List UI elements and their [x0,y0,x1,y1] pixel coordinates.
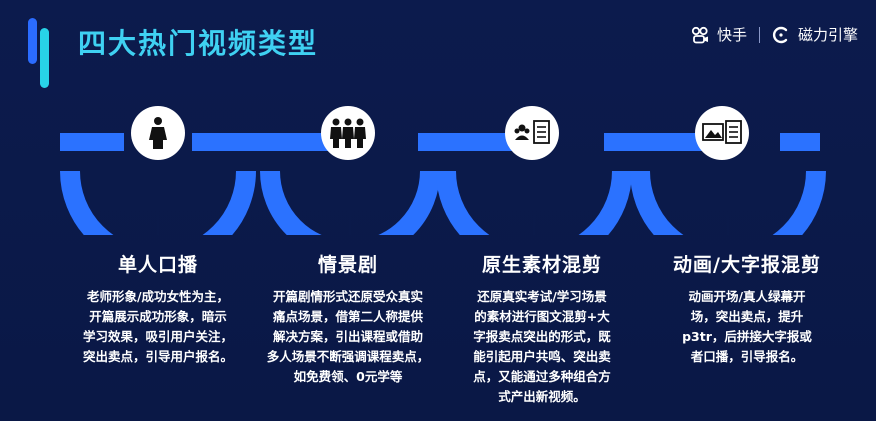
type-description: 动画开场/真人绿幕开 场，突出卖点，提升 p3tr，后拼接大字报或 者口播，引导… [642,287,852,367]
kuaishou-logo-icon [691,26,708,43]
description-line: 式产出新视频。 [498,389,586,404]
type-description: 开篇剧情形式还原受众真实 痛点场景，借第二人称提供 解决方案，引出课程或借助 多… [243,287,453,387]
type-description: 还原真实考试/学习场景 的素材进行图文混剪+大 字报卖点突出的形式，既 能引起用… [437,287,647,407]
description-line: 还原真实考试/学习场景 [477,289,607,304]
description-line: 能引起用户共鸣、突出卖 [473,349,611,364]
track-arc-3 [436,170,632,235]
page-title: 四大热门视频类型 [78,27,319,60]
type-card-animation-mix: 动画/大字报混剪 动画开场/真人绿幕开 场，突出卖点，提升 p3tr，后拼接大字… [642,250,852,367]
description-line: 者口播，引导报名。 [690,349,804,364]
node-single-person [131,106,185,160]
description-line: 场，突出卖点，提升 [690,309,804,324]
description-line: 点，又能通过多种组合方 [473,369,611,384]
accent-bar-cyan [40,28,49,88]
type-description: 老师形象/成功女性为主， 开篇展示成功形象，暗示 学习效果，吸引用户关注， 突出… [53,287,263,367]
accent-bars [28,18,50,88]
track-segment [780,133,820,151]
track-arc-4 [630,170,826,235]
accent-bar-blue [28,18,37,64]
single-person-icon [149,117,167,149]
type-heading: 动画/大字报混剪 [673,254,821,276]
description-line: 开篇剧情形式还原受众真实 [272,289,423,304]
node-group-people [321,106,375,160]
description-line: 老师形象/成功女性为主， [86,289,230,304]
type-heading: 情景剧 [317,254,378,276]
description-line: 解决方案，引出课程或借助 [272,329,423,344]
description-line: 痛点场景，借第二人称提供 [272,309,423,324]
timeline-track [60,133,826,235]
brand-logos: 快手 磁力引擎 [691,24,858,45]
description-line: 学习效果，吸引用户关注， [82,329,233,344]
description-line: 如免费领、0元学等 [293,369,403,384]
track-segment [604,133,712,151]
type-card-single-presenter: 单人口播 老师形象/成功女性为主， 开篇展示成功形象，暗示 学习效果，吸引用户关… [53,250,263,367]
track-arc-1 [60,170,256,235]
brand-cili-label: 磁力引擎 [797,26,858,44]
description-line: 的素材进行图文混剪+大 [474,309,610,324]
type-heading: 原生素材混剪 [481,254,602,276]
type-card-skit: 情景剧 开篇剧情形式还原受众真实 痛点场景，借第二人称提供 解决方案，引出课程或… [243,250,453,387]
description-line: p3tr，后拼接大字报或 [682,329,812,344]
type-heading: 单人口播 [117,254,198,276]
people-document-icon [514,120,550,144]
type-card-native-mix: 原生素材混剪 还原真实考试/学习场景 的素材进行图文混剪+大 字报卖点突出的形式… [437,250,647,407]
track-segment [60,133,124,151]
group-people-icon [330,118,366,148]
description-line: 突出卖点，引导用户报名。 [82,349,233,364]
description-line: 动画开场/真人绿幕开 [688,289,806,304]
brand-kuaishou-label: 快手 [716,26,747,44]
description-line: 字报卖点突出的形式，既 [473,329,611,344]
cili-logo-icon [772,26,788,43]
track-arc-2 [260,170,440,235]
image-document-icon [702,120,742,144]
node-people-document [505,106,559,160]
track-segment [192,133,350,151]
brand-divider [758,26,760,43]
description-line: 开篇展示成功形象，暗示 [89,309,227,324]
description-line: 多人场景不断强调课程卖点， [266,349,430,364]
node-image-document [695,106,749,160]
